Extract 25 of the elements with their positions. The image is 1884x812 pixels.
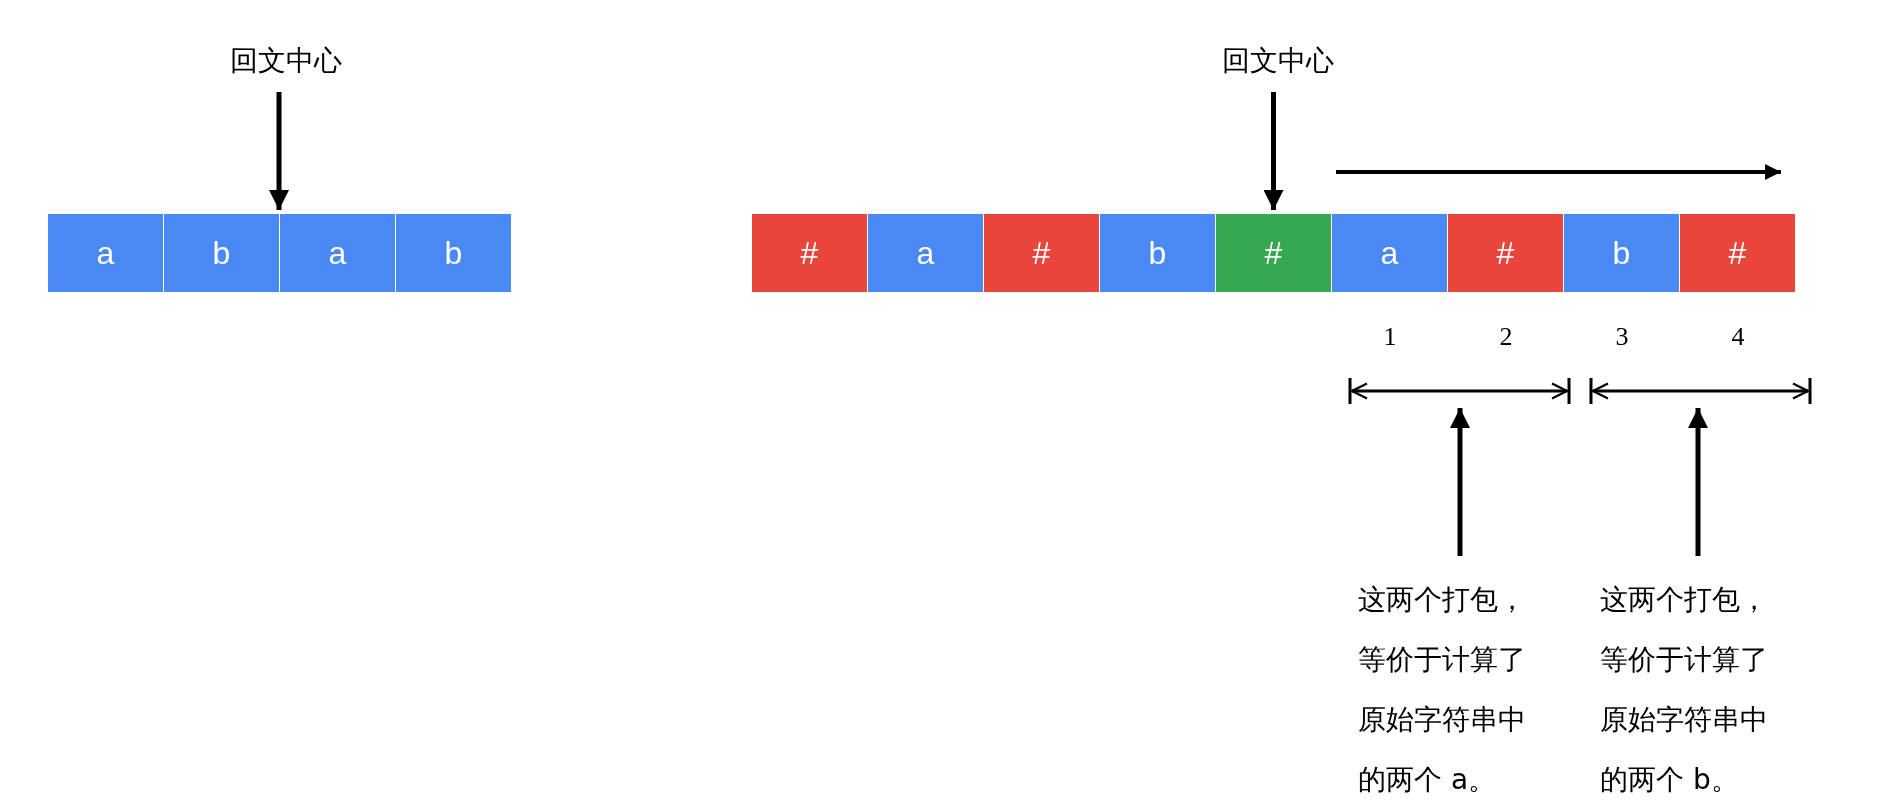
array-cell: a bbox=[1332, 214, 1447, 292]
arrow bbox=[1688, 408, 1708, 556]
array-cell: b bbox=[396, 214, 511, 292]
index-number: 2 bbox=[1499, 322, 1513, 352]
note-text: 这两个打包，等价于计算了原始字符串中的两个 a。 bbox=[1358, 570, 1534, 810]
array-cell: b bbox=[1100, 214, 1215, 292]
annotation-text: 回文中心 bbox=[230, 42, 342, 80]
arrow bbox=[269, 92, 289, 210]
array-cell: # bbox=[1448, 214, 1563, 292]
array-cell: # bbox=[752, 214, 867, 292]
array-cell: a bbox=[868, 214, 983, 292]
array-cell: a bbox=[48, 214, 163, 292]
array-cell: b bbox=[164, 214, 279, 292]
index-number: 4 bbox=[1731, 322, 1745, 352]
array-cell: # bbox=[1680, 214, 1795, 292]
index-number: 1 bbox=[1383, 322, 1397, 352]
array-cell: # bbox=[984, 214, 1099, 292]
array-cell: a bbox=[280, 214, 395, 292]
index-number: 3 bbox=[1615, 322, 1629, 352]
note-text: 这两个打包，等价于计算了原始字符串中的两个 b。 bbox=[1600, 570, 1776, 810]
array-cell: # bbox=[1216, 214, 1331, 292]
arrow bbox=[1450, 408, 1470, 556]
annotation-text: 回文中心 bbox=[1222, 42, 1334, 80]
array-cell: b bbox=[1564, 214, 1679, 292]
arrow bbox=[1263, 92, 1284, 210]
